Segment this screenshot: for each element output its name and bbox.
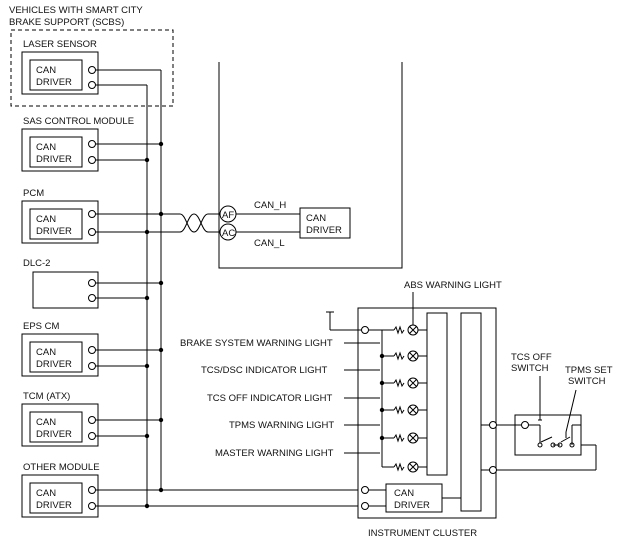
module-label: LASER SENSOR [23, 39, 97, 50]
svg-text:CAN: CAN [36, 142, 56, 153]
central-unit-outline [218, 62, 403, 269]
cluster-can-driver [385, 483, 443, 513]
svg-text:CAN: CAN [36, 488, 56, 499]
warning-light-labels: ABS WARNING LIGHT BRAKE SYSTEM WARNING L… [180, 280, 502, 459]
label-abs-warning-light: ABS WARNING LIGHT [404, 280, 502, 291]
lamp-row-tcs-off [379, 404, 427, 416]
switch-module: TCS OFF SWITCH TPMS SET SWITCH [496, 352, 613, 471]
lamp-row-tcs-dsc [379, 377, 427, 389]
svg-text:DRIVER: DRIVER [36, 154, 72, 165]
svg-text:DRIVER: DRIVER [36, 226, 72, 237]
label-brake-system-warning-light: BRAKE SYSTEM WARNING LIGHT [180, 338, 333, 349]
lamp-row-abs [382, 324, 427, 336]
instrument-cluster: INSTRUMENT CLUSTER CAN DRIVER [326, 307, 497, 539]
svg-text:CAN: CAN [36, 417, 56, 428]
label-tpms-warning-light: TPMS WARNING LIGHT [229, 420, 334, 431]
module-dlc-2: DLC-2 [23, 258, 164, 309]
scbs-label-line1: VEHICLES WITH SMART CITY [9, 5, 143, 16]
scbs-label-line2: BRAKE SUPPORT (SCBS) [9, 17, 124, 28]
svg-text:DRIVER: DRIVER [36, 77, 72, 88]
svg-text:DRIVER: DRIVER [36, 359, 72, 370]
can-driver-box [29, 59, 83, 91]
can-h-label: CAN_H [254, 200, 286, 211]
svg-text:CAN: CAN [36, 214, 56, 225]
module-label: EPS CM [23, 321, 60, 332]
switch-housing [514, 414, 582, 456]
svg-text:CAN: CAN [394, 488, 414, 499]
lamp-row-master [382, 461, 427, 473]
svg-text:DRIVER: DRIVER [394, 500, 430, 511]
central-can-driver [299, 207, 351, 239]
label-tcs-off-switch-line2: SWITCH [511, 363, 549, 374]
module-label: OTHER MODULE [23, 462, 100, 473]
label-master-warning-light: MASTER WARNING LIGHT [215, 448, 334, 459]
label-tpms-set-switch-line2: SWITCH [568, 376, 606, 387]
twisted-pair [147, 213, 220, 233]
svg-text:DRIVER: DRIVER [36, 429, 72, 440]
svg-text:AF: AF [222, 210, 234, 221]
module-label: DLC-2 [23, 258, 50, 269]
svg-text:CAN: CAN [36, 65, 56, 76]
can-driver-box [29, 411, 83, 443]
module-label: PCM [23, 188, 44, 199]
can-driver-box [29, 136, 83, 168]
module-eps-cm: EPS CM CAN DRIVER [21, 321, 164, 377]
label-tcs-dsc-indicator-light: TCS/DSC INDICATOR LIGHT [201, 365, 328, 376]
cluster-cpu-bar [460, 312, 482, 512]
warning-driver-bar [426, 312, 448, 476]
module-label: TCM (ATX) [23, 391, 70, 402]
connector-terminals: AF AC CAN_H CAN_L CAN DRIVER [219, 200, 351, 249]
module-other: OTHER MODULE CAN DRIVER [21, 462, 365, 518]
label-tcs-off-switch-line1: TCS OFF [511, 352, 552, 363]
label-tpms-set-switch-line1: TPMS SET [565, 365, 613, 376]
module-sas-control: SAS CONTROL MODULE CAN DRIVER [21, 116, 164, 172]
instrument-cluster-label: INSTRUMENT CLUSTER [368, 528, 477, 539]
svg-text:DRIVER: DRIVER [36, 500, 72, 511]
svg-text:DRIVER: DRIVER [306, 225, 342, 236]
svg-text:CAN: CAN [306, 213, 326, 224]
svg-text:AC: AC [222, 228, 235, 239]
lamp-row-tpms [379, 432, 427, 444]
module-pcm: PCM CAN DRIVER [21, 188, 164, 244]
can-l-label: CAN_L [254, 238, 285, 249]
scbs-optional-zone [10, 29, 174, 107]
module-label: SAS CONTROL MODULE [23, 116, 134, 127]
can-driver-box [29, 482, 83, 514]
can-driver-box [29, 208, 83, 240]
can-driver-box [29, 341, 83, 373]
svg-text:CAN: CAN [36, 347, 56, 358]
module-tcm-atx: TCM (ATX) CAN DRIVER [21, 391, 164, 447]
module-laser-sensor: LASER SENSOR CAN DRIVER [21, 39, 161, 95]
lamp-row-brake [379, 350, 427, 362]
label-tcs-off-indicator-light: TCS OFF INDICATOR LIGHT [207, 393, 332, 404]
